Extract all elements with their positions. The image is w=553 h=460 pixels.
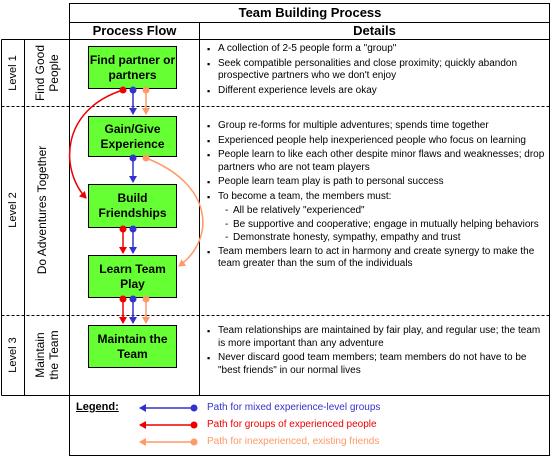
detail-item: Different experience levels are okay	[205, 85, 545, 98]
node-find-partners: Find partner or partners	[88, 46, 177, 89]
detail-item: Never discard good team members; team me…	[205, 352, 545, 377]
detail-item: To become a team, the members must:	[205, 191, 545, 204]
detail-subitem: Be supportive and cooperative; engage in…	[205, 219, 545, 232]
detail-item: People learn team play is path to person…	[205, 176, 545, 189]
detail-item: A collection of 2-5 people form a "group…	[205, 43, 545, 56]
detail-item: Team members learn to act in harmony and…	[205, 246, 545, 271]
detail-subitem: All be relatively "experienced"	[205, 205, 545, 218]
legend-item-red: Path for groups of experienced people	[207, 419, 377, 430]
column-header-flow: Process Flow	[92, 23, 177, 38]
detail-item: Group re-forms for multiple adventures; …	[205, 120, 545, 133]
details-level-1: A collection of 2-5 people form a "group…	[205, 43, 545, 99]
page-title: Team Building Process	[238, 5, 382, 20]
detail-item: People learn to like each other despite …	[205, 149, 545, 174]
detail-subitem: Demonstrate honesty, sympathy, empathy a…	[205, 232, 545, 245]
path-dots	[119, 86, 150, 303]
legend-item-orange: Path for inexperienced, existing friends	[207, 436, 380, 447]
legend-item-blue: Path for mixed experience-level groups	[207, 402, 381, 413]
detail-item: Experienced people help inexperienced pe…	[205, 135, 545, 148]
details-level-3: Team relationships are maintained by fai…	[205, 325, 545, 379]
node-maintain-team: Maintain the Team	[88, 325, 177, 368]
red-path-arrows	[68, 89, 127, 324]
node-gain-experience: Gain/Give Experience	[88, 116, 177, 157]
node-learn-team-play: Learn Team Play	[88, 255, 177, 298]
detail-item: Seek compatible personalities and close …	[205, 58, 545, 83]
orange-path-arrows	[142, 90, 204, 324]
legend-label: Legend:	[76, 401, 119, 413]
details-level-2: Group re-forms for multiple adventures; …	[205, 120, 545, 273]
column-header-details: Details	[353, 23, 396, 38]
detail-item: Team relationships are maintained by fai…	[205, 325, 545, 350]
node-build-friendships: Build Friendships	[88, 184, 177, 228]
